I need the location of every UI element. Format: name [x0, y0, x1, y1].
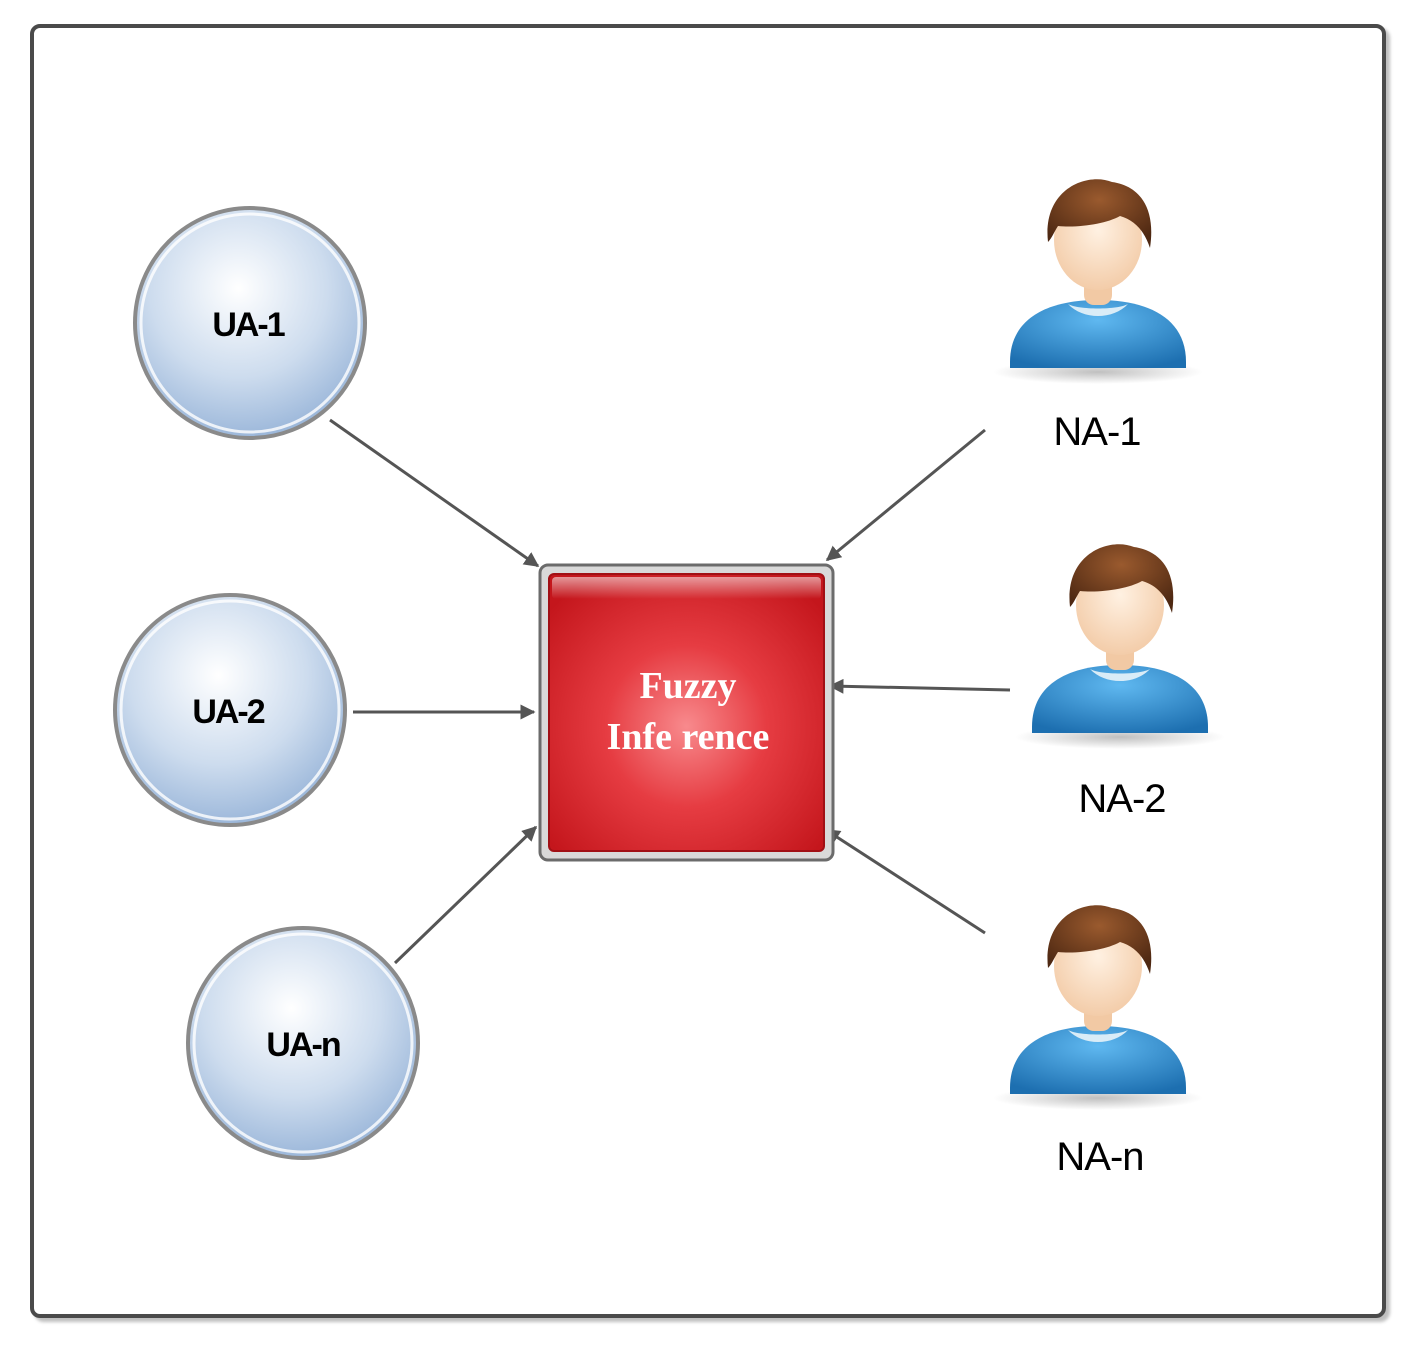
ua-label: UA-n — [266, 1026, 339, 1064]
na-label: NA-n — [1056, 1135, 1143, 1179]
ua-node-n: UA-n — [186, 926, 420, 1160]
arrow-uan-to-center — [393, 825, 538, 965]
fuzzy-inference-node: Fuzzy Infe rence — [538, 563, 835, 862]
na-label: NA-1 — [1053, 410, 1140, 454]
center-label-line-2: Infe rence — [607, 716, 770, 758]
arrow-ua1-to-center — [329, 418, 540, 568]
arrow-na1-to-center — [825, 428, 986, 562]
na-label: NA-2 — [1078, 777, 1165, 821]
ua-label: UA-1 — [212, 306, 284, 344]
arrow-nan-to-center — [824, 828, 986, 935]
ua-label: UA-2 — [192, 693, 264, 731]
person-icon — [993, 179, 1203, 384]
person-icon — [1015, 544, 1225, 749]
person-icon — [993, 905, 1203, 1110]
arrow-na2-to-center — [828, 678, 1011, 694]
na-node-2: NA-2 — [1015, 544, 1225, 821]
na-node-1: NA-1 — [993, 179, 1203, 454]
arrows — [329, 418, 1011, 965]
center-label-line-1: Fuzzy — [639, 665, 736, 707]
ua-node-1: UA-1 — [133, 206, 367, 440]
ua-node-2: UA-2 — [113, 593, 347, 827]
diagram-frame — [30, 24, 1386, 1318]
na-node-n: NA-n — [993, 905, 1203, 1179]
